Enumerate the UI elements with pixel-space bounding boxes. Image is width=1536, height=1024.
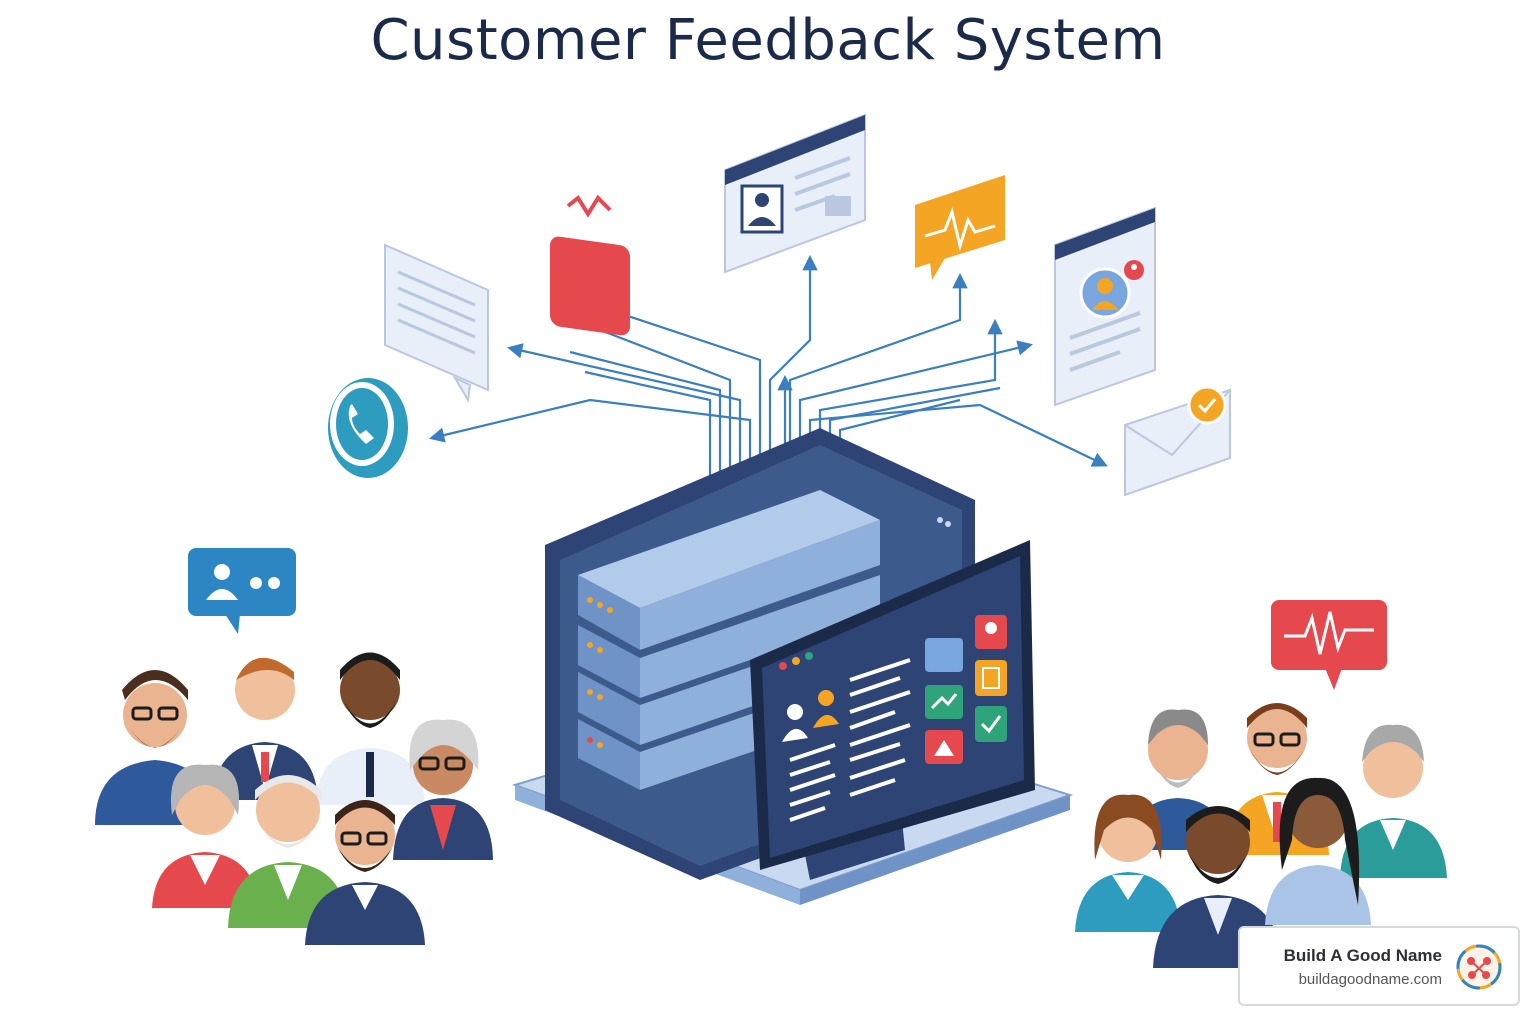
monitor-icon — [750, 540, 1035, 880]
phone-icon — [328, 378, 408, 478]
person — [1153, 806, 1283, 968]
person — [1340, 724, 1447, 878]
monitor-tiles — [925, 615, 1007, 764]
brand-url: buildagoodname.com — [1298, 971, 1442, 988]
waveform-chat-icon — [915, 175, 1005, 280]
left-customer-group — [95, 652, 493, 945]
user-chat-icon — [188, 548, 296, 634]
alert-chat-icon — [550, 186, 630, 336]
person — [393, 719, 493, 860]
document-icon — [384, 243, 489, 403]
monitor-users — [782, 690, 839, 742]
brand-logo-icon — [1456, 944, 1502, 990]
heartbeat-chat-icon — [1271, 600, 1387, 690]
right-customer-group — [1075, 703, 1447, 968]
contact-card-icon — [1054, 206, 1156, 407]
page-title: Customer Feedback System — [370, 8, 1166, 73]
brand-name: Build A Good Name — [1283, 946, 1442, 965]
person — [152, 764, 258, 908]
person — [305, 800, 425, 945]
email-icon — [1124, 385, 1231, 497]
profile-card-icon — [724, 113, 866, 274]
monitor-text-lines — [789, 658, 911, 822]
server-lights — [587, 517, 951, 748]
person — [315, 652, 425, 805]
brand-badge: Build A Good Name buildagoodname.com — [1238, 926, 1520, 1006]
person — [1265, 777, 1371, 925]
person — [1075, 794, 1181, 932]
